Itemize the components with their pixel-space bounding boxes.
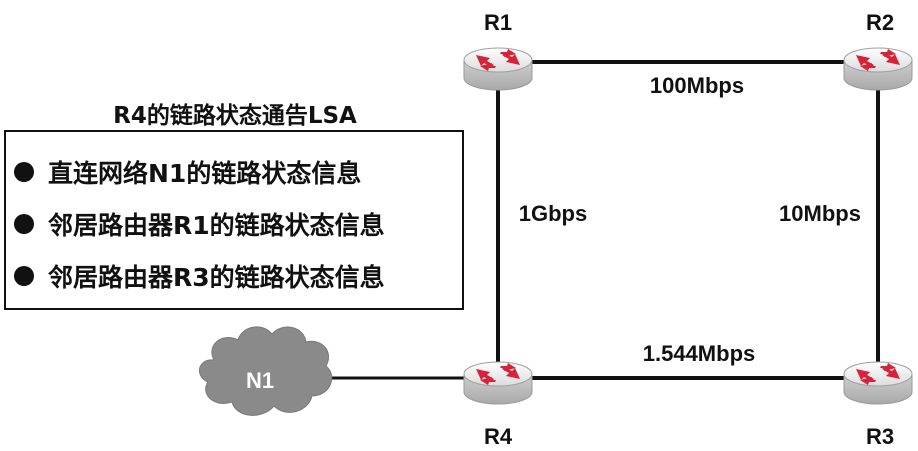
bullet-icon <box>14 266 34 286</box>
lsa-item-text: 邻居路由器R3的链路状态信息 <box>48 263 385 292</box>
lsa-item: 直连网络N1的链路状态信息 <box>14 152 361 192</box>
link-r2-r3-label: 10Mbps <box>779 201 861 226</box>
link-r4-r3-label: 1.544Mbps <box>643 341 756 366</box>
n1-label: N1 <box>246 368 274 393</box>
router-icon <box>463 361 533 405</box>
cloud-icon <box>199 326 333 416</box>
link-r1-r2-label: 100Mbps <box>650 73 744 98</box>
router-icon <box>843 361 913 405</box>
router-icon <box>843 47 913 91</box>
router-r4-label: R4 <box>484 424 513 449</box>
lsa-item-text: 直连网络N1的链路状态信息 <box>48 159 362 188</box>
lsa-item: 邻居路由器R3的链路状态信息 <box>14 256 385 296</box>
link-r1-r4-label: 1Gbps <box>519 201 587 226</box>
lsa-item-text: 邻居路由器R1的链路状态信息 <box>48 211 385 240</box>
router-icon <box>463 47 533 91</box>
bullet-icon <box>14 162 34 182</box>
lsa-box <box>4 130 464 310</box>
lsa-title: R4的链路状态通告LSA <box>113 103 357 129</box>
router-r1-label: R1 <box>484 10 512 35</box>
links <box>300 60 880 380</box>
router-r2-label: R2 <box>866 10 894 35</box>
router-r3-label: R3 <box>866 424 894 449</box>
lsa-item: 邻居路由器R1的链路状态信息 <box>14 204 385 244</box>
bullet-icon <box>14 214 34 234</box>
